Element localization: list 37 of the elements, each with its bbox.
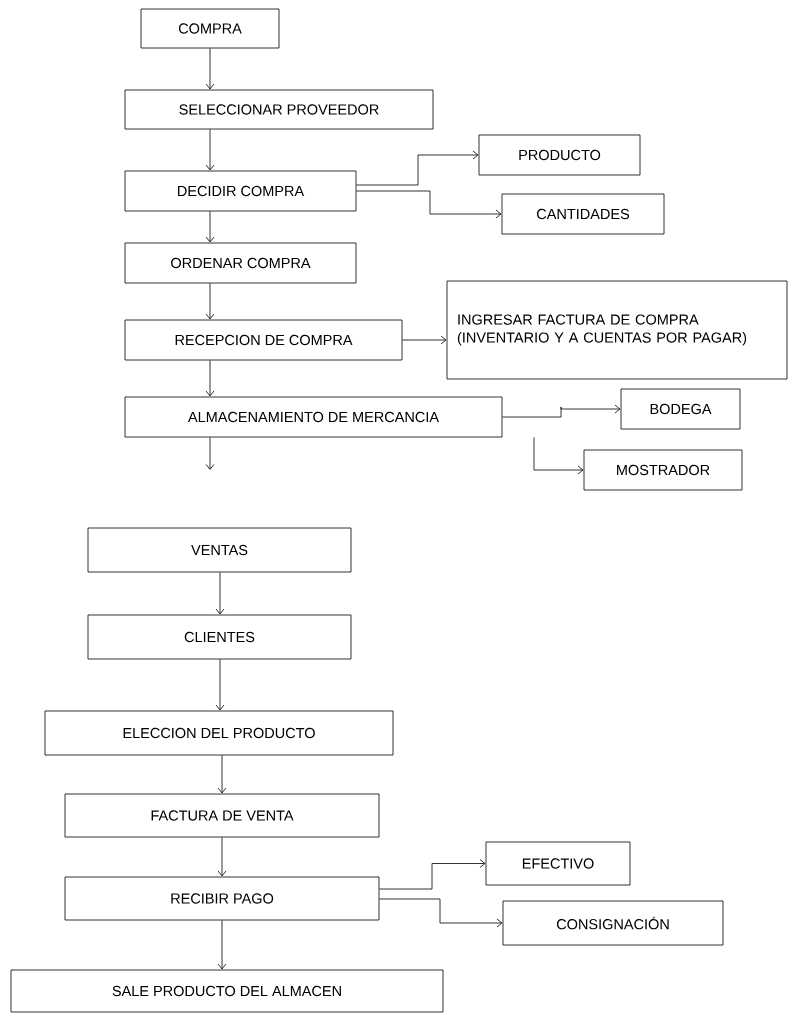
process-box: FACTURA DE VENTA xyxy=(64,793,380,838)
process-box: DECIDIR COMPRA xyxy=(124,170,357,212)
process-box: CANTIDADES xyxy=(501,193,665,235)
arrow xyxy=(205,360,215,397)
process-box: SELECCIONAR PROVEEDOR xyxy=(124,89,434,130)
arrow xyxy=(379,898,503,928)
process-box: ELECCION DEL PRODUCTO xyxy=(44,710,394,756)
process-box: ORDENAR COMPRA xyxy=(124,242,357,284)
process-box: RECEPCION DE COMPRA xyxy=(124,319,403,361)
process-box: VENTAS xyxy=(87,527,352,573)
process-box: SALE PRODUCTO DEL ALMACEN xyxy=(10,969,444,1013)
arrow xyxy=(205,437,215,470)
process-box: MOSTRADOR xyxy=(583,449,743,491)
process-box: ALMACENAMIENTO DE MERCANCIA xyxy=(124,396,503,438)
process-box: BODEGA xyxy=(620,388,741,430)
arrow xyxy=(205,129,215,171)
arrow xyxy=(205,48,215,90)
process-box: CONSIGNACIÓN xyxy=(502,900,724,946)
process-box: RECIBIR PAGO xyxy=(64,876,380,921)
arrow xyxy=(215,572,225,615)
arrow xyxy=(379,859,486,890)
arrow xyxy=(402,335,447,345)
process-box: PRODUCTO xyxy=(478,134,641,176)
arrow xyxy=(205,211,215,243)
process-box: COMPRA xyxy=(140,8,280,49)
arrow xyxy=(205,283,215,320)
process-box: INGRESAR FACTURA DE COMPRA (INVENTARIO Y A CUENTAS POR PAGAR) xyxy=(446,280,788,380)
arrow xyxy=(217,837,227,877)
arrow xyxy=(217,920,227,970)
arrow xyxy=(215,659,225,711)
arrow xyxy=(356,190,502,219)
process-box: EFECTIVO xyxy=(485,841,631,886)
arrow xyxy=(502,404,621,418)
arrow xyxy=(533,437,584,475)
arrow xyxy=(217,755,227,794)
arrow xyxy=(356,150,479,186)
process-box: CLIENTES xyxy=(87,614,352,660)
